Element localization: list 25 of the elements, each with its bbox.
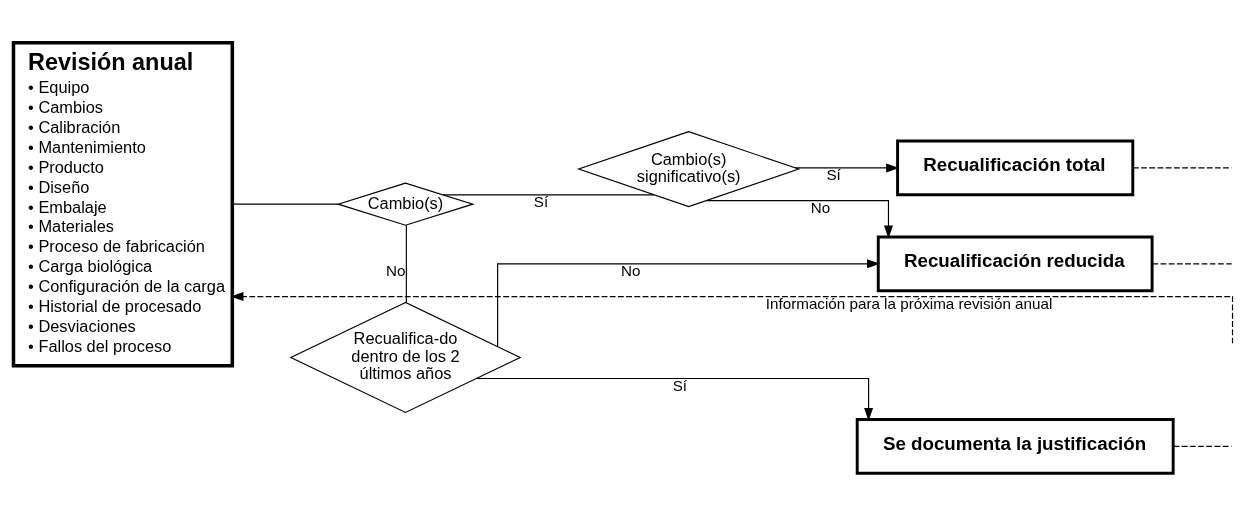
edge-label: Sí xyxy=(672,376,688,394)
connector xyxy=(405,224,407,304)
connector xyxy=(442,194,655,196)
arrow xyxy=(497,259,880,347)
node-diamond: Cambio(s) xyxy=(336,182,475,226)
edge-label: Información para la próxima revisión anual xyxy=(765,294,1053,312)
node-box: Recualificación total xyxy=(896,139,1135,197)
edge-label: No xyxy=(386,262,406,280)
connector xyxy=(1172,445,1233,447)
edge-label: No xyxy=(810,198,831,216)
node-box: Revisión anual • Equipo • Cambios • Calibración • Mantenimiento • Producto • Diseño • Embalaje • Materiales • Proceso de fabricación • Carga biológica • Configuración de la carga • Historial de procesado • Desviaciones • Fallos del proceso xyxy=(11,40,235,368)
arrow xyxy=(705,200,893,239)
arrow xyxy=(230,292,1234,344)
edge-label: Sí xyxy=(826,166,841,184)
edge-label: No xyxy=(621,262,641,280)
node-box: Recualificación reducida xyxy=(876,235,1154,293)
connector xyxy=(232,203,339,205)
node-diamond: Recualifica-do dentro de los 2 últimos años xyxy=(289,301,522,414)
node-diamond: Cambio(s) significativo(s) xyxy=(576,131,801,208)
connector xyxy=(1151,263,1233,265)
arrow xyxy=(475,377,874,421)
connector xyxy=(1132,167,1233,169)
node-box: Se documenta la justificación xyxy=(855,418,1175,475)
edge-label: Sí xyxy=(533,192,549,210)
arrow xyxy=(795,163,900,173)
